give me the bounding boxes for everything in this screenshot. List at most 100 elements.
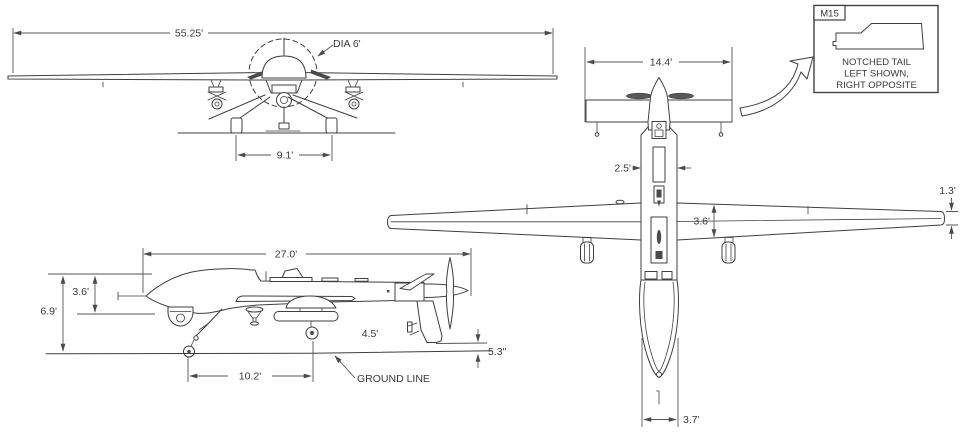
sensor-turret-side xyxy=(167,306,194,327)
left-store-fins xyxy=(207,91,227,101)
spinner-side xyxy=(423,283,469,298)
fuselage-side-dot xyxy=(387,290,390,293)
right-pylon xyxy=(347,79,359,88)
front-view: 55.25' DIA 6' 9.1' xyxy=(7,28,558,162)
right-store-ring xyxy=(348,98,360,110)
tailplane-tip-posts xyxy=(596,121,722,134)
root-chord-label: 3.6' xyxy=(693,216,710,228)
funnel-antenna-disc xyxy=(245,306,264,313)
satcom-dome-front xyxy=(261,55,307,79)
top-view: 14.4' 2.5' 3.6' 1.3' 3.7' xyxy=(387,47,958,427)
prop-diameter-leader xyxy=(317,44,334,57)
height-datum-lines xyxy=(48,273,155,315)
gear-pod-right xyxy=(721,241,736,264)
wing-right-top xyxy=(676,202,945,241)
main-gear-pod xyxy=(273,311,339,322)
length-label: 27.0' xyxy=(275,249,297,261)
nose-height-label: 3.6' xyxy=(72,286,89,298)
spine-fairing-1 xyxy=(269,277,313,282)
tail-post-right-foot xyxy=(718,132,724,137)
hatch-small-glyph xyxy=(656,189,662,198)
callout-arrow xyxy=(739,56,814,117)
wingspan-extension-lines xyxy=(12,28,554,74)
right-store-ring-inner xyxy=(351,101,357,107)
left-store-ring xyxy=(211,98,223,110)
main-wheel-hub xyxy=(310,331,314,335)
hatch-small-pointer xyxy=(657,200,661,207)
gear-pod-left-tread xyxy=(582,237,592,262)
notched-tail-shape xyxy=(832,23,924,50)
left-store-body xyxy=(208,86,224,93)
tail-clearance-ref-line xyxy=(435,342,488,344)
left-main-wheel-front xyxy=(230,117,243,134)
wingspan-label: 55.25' xyxy=(175,28,203,40)
ground-line-side xyxy=(45,350,493,355)
nose-gear-strut xyxy=(195,308,223,337)
height-label: 6.9' xyxy=(40,306,57,318)
callout-note-line1: NOTCHED TAIL xyxy=(842,57,911,68)
fuselage-width-label: 2.5' xyxy=(614,163,631,175)
hatch-mid xyxy=(652,146,666,183)
nose-radome-top xyxy=(639,279,679,378)
nose-width-label: 3.7' xyxy=(683,414,700,426)
right-store-body xyxy=(345,86,361,93)
wing-static-wicks xyxy=(102,81,464,88)
nose-pitot-probe xyxy=(656,390,660,405)
prop-blade-left-top xyxy=(626,92,652,100)
spine-fairing-2 xyxy=(321,277,339,282)
exhaust-pipe xyxy=(407,321,413,333)
gear-door-right xyxy=(661,271,673,280)
left-pylon xyxy=(210,79,222,88)
funnel-antenna-base xyxy=(250,321,259,326)
aileron-ticks xyxy=(526,204,809,215)
gear-pod-left xyxy=(580,241,594,264)
wing-spar-lines xyxy=(390,218,942,223)
hatch-aft-cap xyxy=(656,123,662,129)
gear-pod-right-top xyxy=(721,237,736,264)
sensor-ball-front xyxy=(276,92,292,108)
detail-callout: M15 NOTCHED TAIL LEFT SHOWN, RIGHT OPPOS… xyxy=(739,4,939,117)
hatch-long-glyph xyxy=(655,251,663,259)
spine-fairing-3 xyxy=(354,278,369,282)
nose-width-extension-lines xyxy=(641,338,679,427)
nose-gear-side xyxy=(183,308,223,358)
tip-chord-label: 1.3' xyxy=(939,185,956,197)
right-store-fins xyxy=(344,91,364,101)
main-gear-fairing xyxy=(285,295,337,309)
main-gear-side xyxy=(273,295,339,340)
tail-clearance-label: 5.3" xyxy=(488,346,507,358)
length-extension-lines xyxy=(142,248,472,296)
callout-note-line3: RIGHT OPPOSITE xyxy=(836,80,917,91)
callout-note-line2: LEFT SHOWN, xyxy=(844,69,909,80)
tail-span-label: 14.4' xyxy=(650,57,672,69)
ventral-fin-side xyxy=(416,300,443,343)
nose-wheel-hub xyxy=(187,349,191,354)
right-store-front xyxy=(344,79,364,110)
ground-line-leader xyxy=(334,355,356,379)
wheelbase-label: 10.2' xyxy=(239,371,261,383)
wing-antenna-bump xyxy=(615,199,625,205)
nose-gear-joint xyxy=(193,335,199,341)
gear-pod-right-tread xyxy=(724,237,734,262)
hatch-aft-inner xyxy=(654,129,664,137)
side-view: 5.3" 27.0' 3.6' 6.9' 10.2' 4.5' GROUND L… xyxy=(40,248,507,385)
sensor-lens-front xyxy=(280,96,288,104)
pitot-probe-side xyxy=(117,291,147,301)
sensor-turret-lens xyxy=(176,313,185,323)
prop-blade-side xyxy=(446,257,454,330)
ground-line-label: GROUND LINE xyxy=(357,373,430,385)
gear-track-label: 9.1' xyxy=(277,150,294,162)
nose-pitot-base xyxy=(656,371,662,378)
nose-gear-link xyxy=(190,322,210,347)
exhaust-stubs xyxy=(407,322,420,336)
prop-arc-label: 4.5' xyxy=(362,328,379,340)
gear-pod-left-top xyxy=(580,237,594,264)
nose-wheel-front xyxy=(278,122,290,130)
callout-tag-label: M15 xyxy=(820,9,838,20)
prop-blade-right-top xyxy=(668,92,694,100)
gear-door-left xyxy=(644,271,658,280)
main-gear-legs-front xyxy=(208,94,358,121)
sensor-mount-front xyxy=(271,84,297,94)
